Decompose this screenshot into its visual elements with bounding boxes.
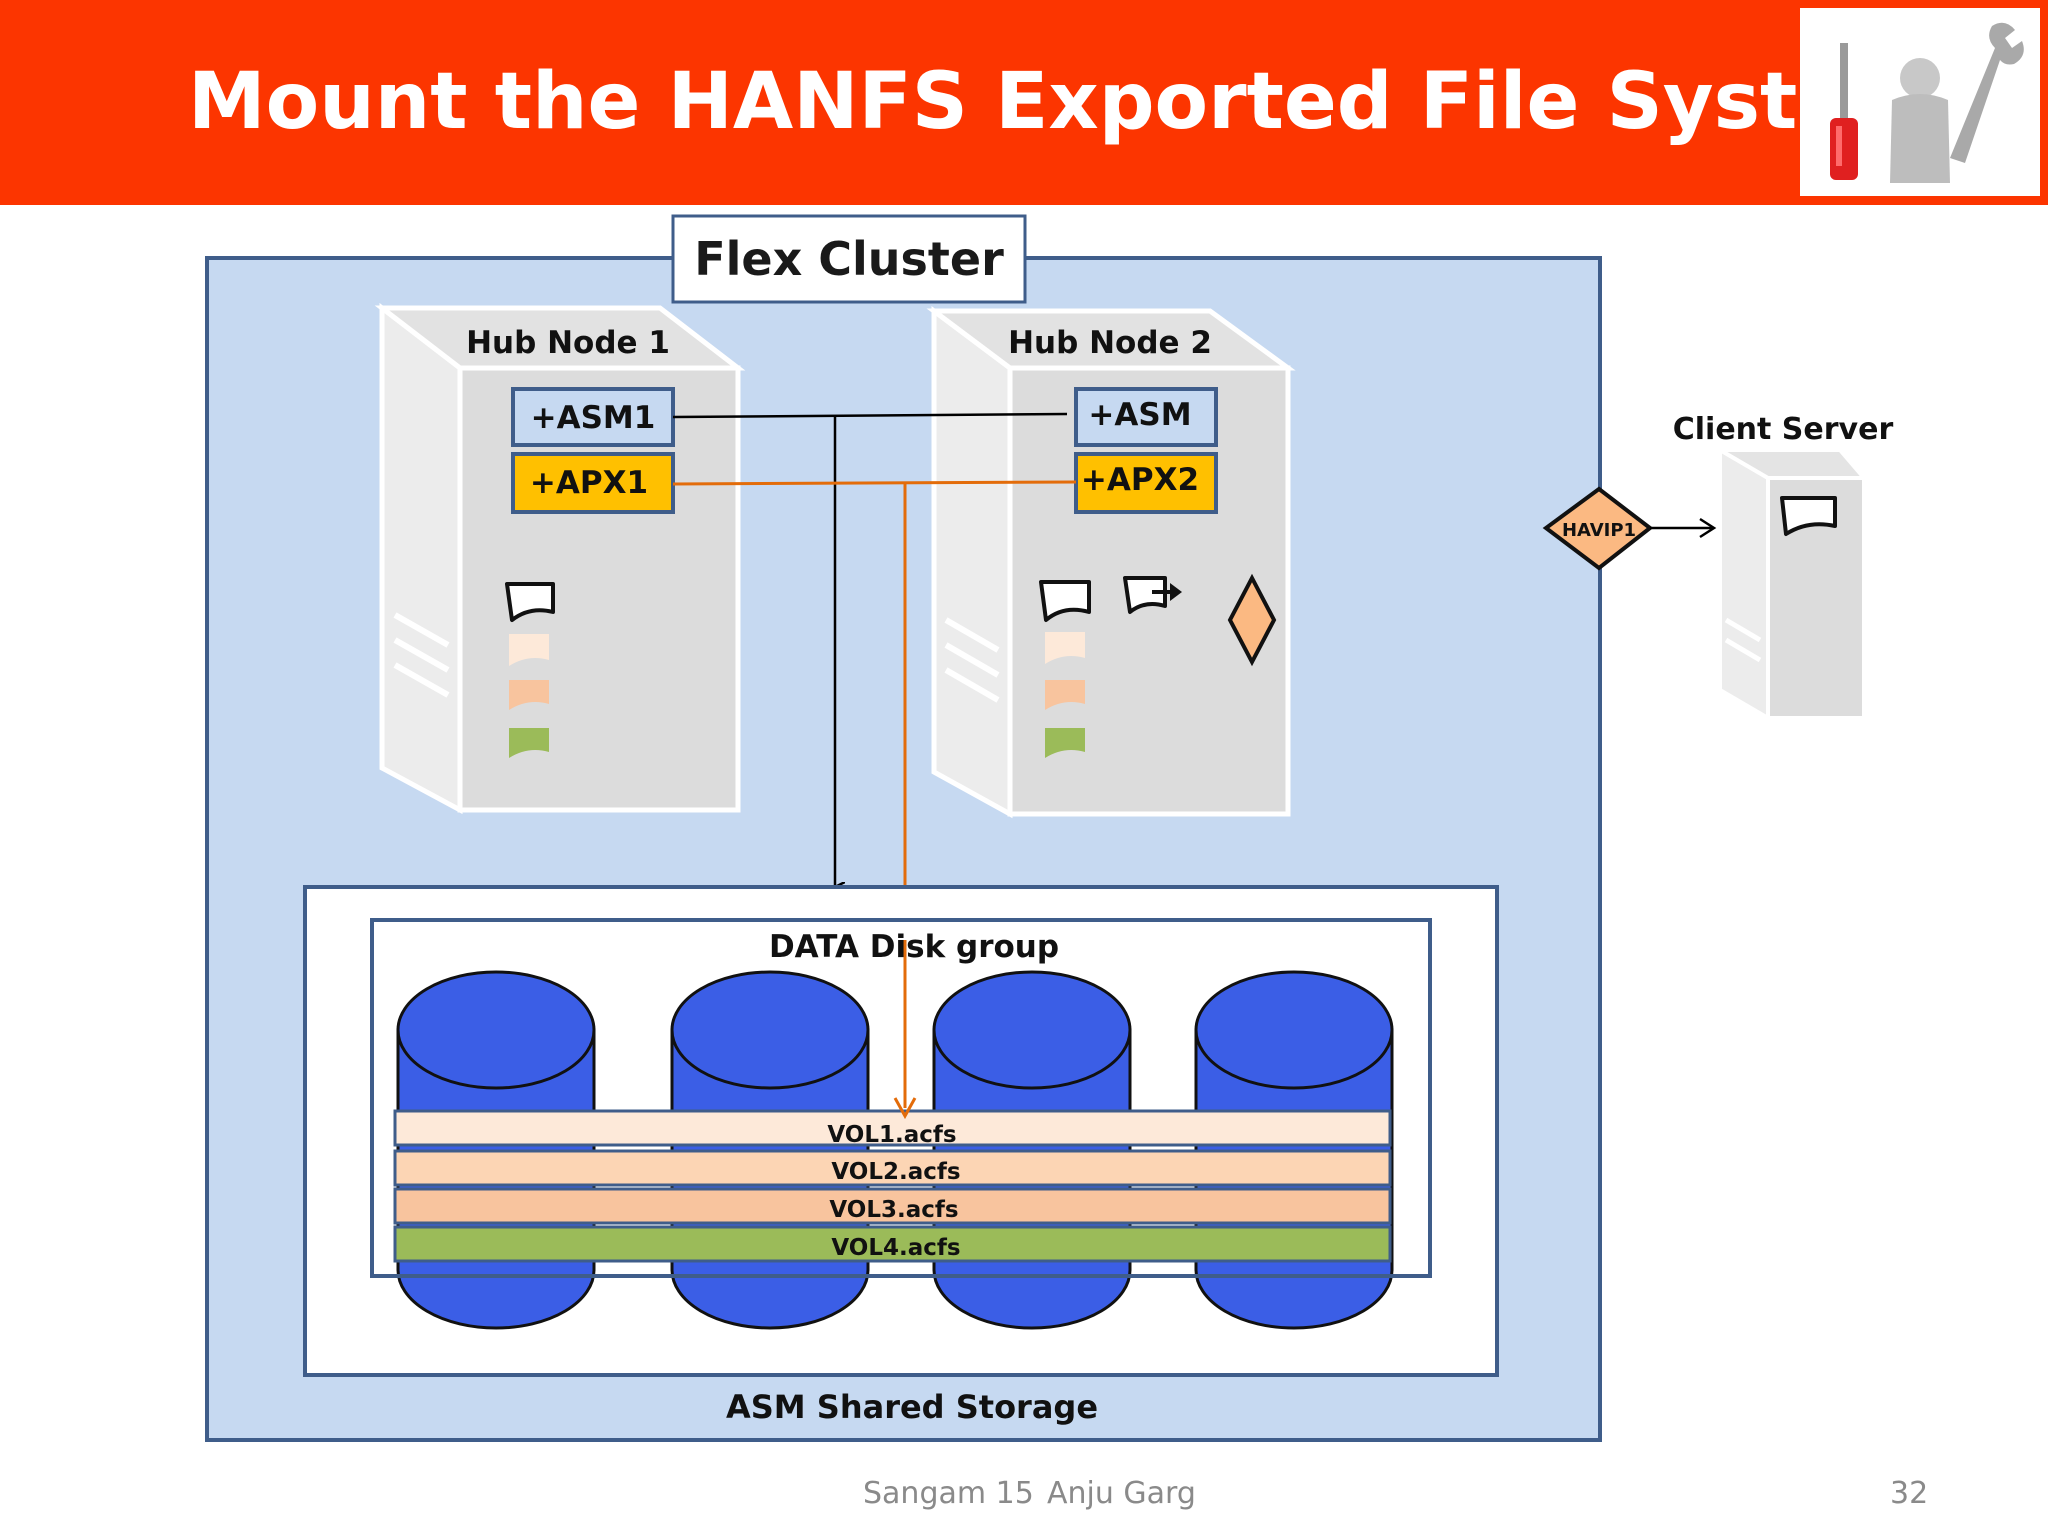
apx1-label: +APX1	[530, 465, 648, 501]
footer-author: Anju Garg	[1047, 1476, 1196, 1511]
volume-bar-vol4	[393, 1225, 1392, 1263]
volume-bar-vol3	[393, 1187, 1392, 1225]
havip-diamond-icon	[1227, 573, 1277, 667]
hub-node-1-server	[374, 302, 746, 815]
volume-label-vol4: VOL4.acfs	[831, 1235, 960, 1261]
asm-connection-line	[672, 412, 1068, 419]
volume-label-vol3: VOL3.acfs	[829, 1197, 958, 1223]
asm2-box	[1074, 387, 1218, 447]
apx-connection-line	[672, 480, 1077, 486]
document-icon	[505, 582, 555, 622]
volume-icon-vol1	[509, 634, 549, 666]
export-document-icon	[1123, 576, 1167, 614]
asm1-box	[511, 387, 675, 447]
title-bar	[0, 0, 2048, 205]
volume-icon-vol3	[1045, 680, 1085, 710]
export-arrow-head	[1170, 583, 1182, 601]
volume-bar-vol1	[393, 1109, 1392, 1147]
apx2-label: +APX2	[1081, 462, 1199, 498]
client-server-label: Client Server	[1673, 412, 1894, 447]
volume-icon-vol4	[1045, 728, 1085, 758]
asm-shared-storage-label: ASM Shared Storage	[726, 1388, 1098, 1426]
havip-diamond-icon	[1542, 486, 1654, 571]
flex-cluster-label: Flex Cluster	[694, 232, 1004, 286]
document-icon	[1039, 580, 1091, 622]
slide-title: Mount the HANFS Exported File System	[188, 57, 1932, 147]
asm1-label: +ASM1	[531, 400, 656, 436]
document-icon	[1780, 496, 1837, 536]
apx2-box	[1074, 452, 1218, 514]
asm2-label: +ASM	[1088, 397, 1191, 433]
volume-label-vol2: VOL2.acfs	[831, 1159, 960, 1185]
volume-bar-vol2	[393, 1149, 1392, 1187]
tools-person-icon	[1800, 8, 2040, 196]
volume-icon-vol4	[509, 728, 549, 758]
client-server-icon	[1712, 446, 1869, 722]
apx1-box	[511, 452, 675, 514]
havip-label: HAVIP1	[1562, 520, 1636, 541]
apx-arrowhead-front	[893, 1097, 917, 1120]
diskgroup-label: DATA Disk group	[769, 929, 1059, 965]
page-number: 32	[1890, 1476, 1929, 1511]
hub-node-2-label: Hub Node 2	[1008, 325, 1212, 361]
volume-label-vol1: VOL1.acfs	[827, 1122, 956, 1148]
flex-cluster-label-box	[671, 214, 1027, 304]
havip-arrowhead	[1699, 517, 1717, 539]
volume-icon-vol3	[509, 680, 549, 710]
volume-icon-vol1	[1045, 632, 1085, 664]
hub-node-1-label: Hub Node 1	[466, 325, 670, 361]
footer-event: Sangam 15	[863, 1476, 1034, 1511]
hub-node-2-server	[926, 306, 1296, 819]
